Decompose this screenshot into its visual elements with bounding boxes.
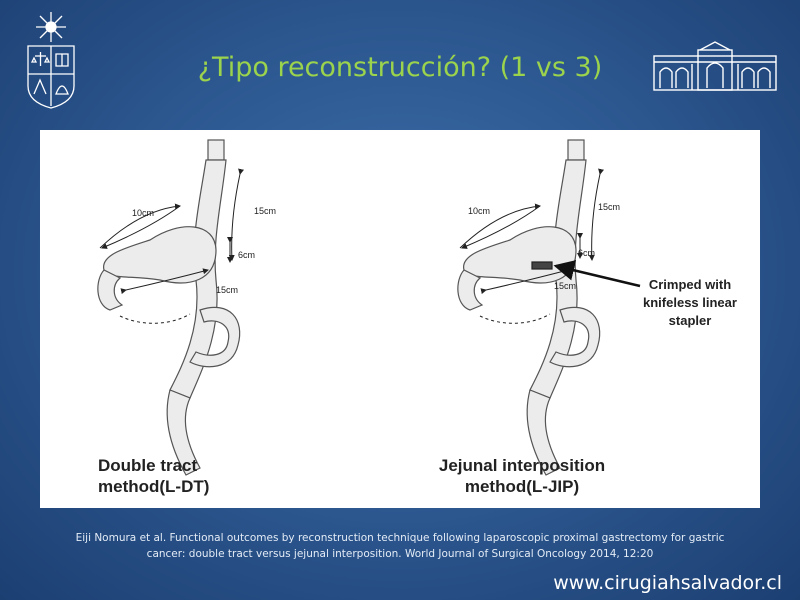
hospital-building-logo [652,40,778,92]
double-tract-measure-arrows [99,168,244,324]
jejunal-interposition-diagram [457,139,601,476]
l-jip-label-10cm: 10cm [468,206,490,216]
l-jip-label-15cm-bottom: 15cm [554,281,576,291]
citation-line2: cancer: double tract versus jejunal inte… [146,548,654,560]
crimp-annotation-line3: stapler [668,313,712,328]
l-jip-label-6cm: 6cm [578,248,595,258]
reconstruction-diagrams: 10cm 15cm 6cm 15cm 10cm 15cm 6cm 15cm [97,139,641,476]
reconstruction-figure: 10cm 15cm 6cm 15cm 10cm 15cm 6cm 15cm [40,130,760,508]
double-tract-diagram [97,139,241,476]
crimp-annotation-line1: Crimped with [648,277,732,292]
university-seal-logo [22,10,80,110]
website-url: www.cirugiahsalvador.cl [553,572,782,594]
jejunal-interposition-measure-arrows [459,168,604,324]
crimp-annotation-line2: knifeless linear [643,295,737,310]
l-jip-label-15cm-top: 15cm [598,202,620,212]
double-tract-caption-line1: Double tract [98,456,198,475]
l-dt-label-6cm: 6cm [238,250,255,260]
l-dt-label-15cm-bottom: 15cm [216,285,238,295]
citation-reference: Eiji Nomura et al. Functional outcomes b… [40,530,760,562]
citation-line1: Eiji Nomura et al. Functional outcomes b… [75,532,725,544]
crimp-annotation: Crimped with knifeless linear stapler [620,276,760,330]
crimp-pointer-arrow [553,260,641,288]
l-dt-label-15cm-top: 15cm [254,206,276,216]
jejunal-interposition-caption-line2: method(L-JIP) [464,477,580,496]
jejunal-interposition-caption: Jejunal interposition method(L-JIP) [412,455,632,497]
l-dt-label-10cm: 10cm [132,208,154,218]
jejunal-interposition-caption-line1: Jejunal interposition [438,456,606,475]
double-tract-caption-line2: method(L-DT) [98,477,210,496]
slide-title: ¿Tipo reconstrucción? (1 vs 3) [197,52,603,83]
double-tract-caption: Double tract method(L-DT) [98,455,209,497]
